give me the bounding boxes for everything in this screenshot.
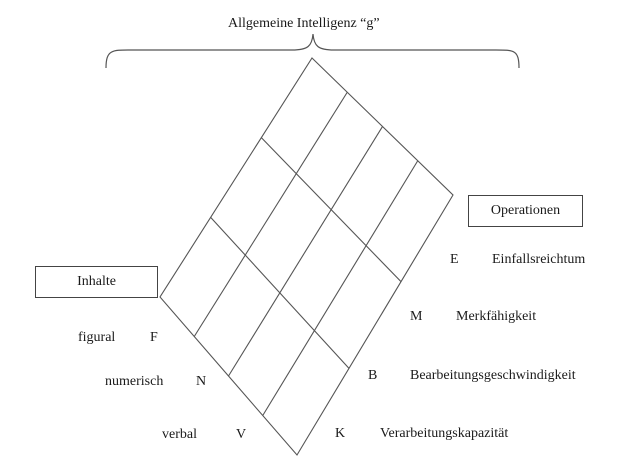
operation-name-e: Einfallsreichtum bbox=[492, 252, 586, 267]
content-name-verbal: verbal bbox=[162, 427, 197, 442]
diagram-title: Allgemeine Intelligenz “g” bbox=[228, 16, 380, 31]
operation-name-m: Merkfähigkeit bbox=[456, 309, 537, 324]
content-name-figural: figural bbox=[78, 330, 116, 345]
content-code-verbal: V bbox=[236, 427, 247, 442]
content-name-numerisch: numerisch bbox=[105, 374, 164, 389]
content-code-figural: F bbox=[150, 330, 158, 345]
grid-line-operation-2 bbox=[228, 126, 383, 377]
operation-name-b: Bearbeitungsgeschwindigkeit bbox=[410, 368, 576, 383]
operation-code-e: E bbox=[450, 252, 459, 267]
top-brace bbox=[105, 33, 520, 69]
operations-box: Operationen bbox=[468, 195, 583, 227]
contents-box: Inhalte bbox=[35, 266, 158, 298]
diamond-grid bbox=[159, 57, 454, 456]
content-code-numerisch: N bbox=[196, 374, 207, 389]
operation-name-k: Verarbeitungskapazität bbox=[380, 426, 509, 441]
operation-code-b: B bbox=[368, 368, 378, 383]
operation-code-k: K bbox=[335, 426, 346, 441]
grid-line-operation-3 bbox=[262, 160, 419, 416]
grid-line-operation-1 bbox=[193, 91, 348, 337]
diamond-outline bbox=[159, 57, 454, 456]
operation-code-m: M bbox=[410, 309, 423, 324]
